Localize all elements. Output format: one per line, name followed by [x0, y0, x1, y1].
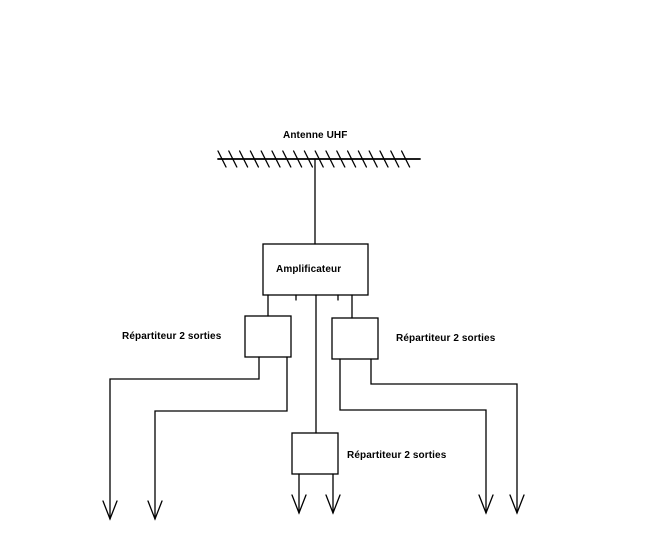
right-splitter-box: [331, 317, 379, 360]
down-arrow-icon: [291, 494, 307, 515]
down-arrow-icon: [102, 500, 118, 521]
right-splitter-label: Répartiteur 2 sorties: [396, 333, 496, 344]
amp-bottom-stub: [295, 294, 339, 301]
antenna-element: [357, 150, 368, 168]
output-arrowheads: [102, 494, 525, 521]
antenna-element: [336, 150, 346, 168]
uhf-antenna-icon: [217, 150, 421, 168]
antenna-element: [346, 150, 357, 168]
antenna-element: [368, 150, 378, 168]
antenna-element: [217, 150, 227, 168]
down-arrow-icon: [325, 494, 341, 515]
right-splitter-output-1: [339, 358, 487, 514]
bottom-splitter-box: [291, 432, 339, 475]
antenna-element: [390, 150, 400, 168]
antenna-element: [228, 150, 238, 168]
down-arrow-icon: [509, 494, 525, 515]
antenna-element: [271, 150, 281, 168]
left-splitter-output-1: [109, 356, 260, 520]
amplifier-label: Amplificateur: [276, 264, 342, 275]
antenna-label: Antenne UHF: [283, 130, 348, 141]
down-arrow-icon: [147, 500, 163, 521]
down-arrow-icon: [478, 494, 494, 515]
antenna-element: [260, 150, 270, 168]
left-splitter-label: Répartiteur 2 sorties: [122, 331, 222, 342]
antenna-element: [292, 150, 303, 168]
left-splitter-box: [244, 315, 292, 358]
antenna-element: [325, 150, 335, 168]
antenna-element: [249, 150, 260, 168]
antenna-element: [379, 150, 389, 168]
antenna-element: [400, 150, 411, 168]
bottom-splitter-label: Répartiteur 2 sorties: [347, 450, 447, 461]
antenna-element: [282, 150, 292, 168]
antenna-element: [238, 150, 249, 168]
antenna-element: [314, 150, 324, 168]
antenna-element: [303, 150, 314, 168]
right-splitter-output-2: [370, 358, 518, 514]
left-splitter-output-2: [154, 356, 288, 520]
